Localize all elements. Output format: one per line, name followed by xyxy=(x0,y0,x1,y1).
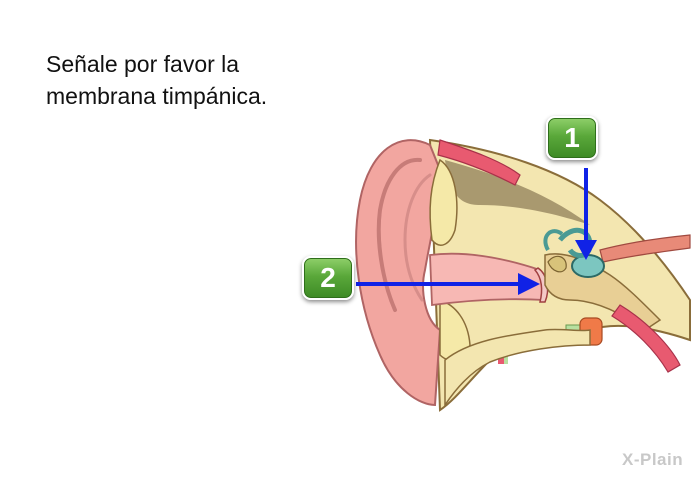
arrow-down-icon xyxy=(575,168,597,260)
question-line-2: membrana timpánica. xyxy=(46,83,268,109)
question-text: Señale por favor la membrana timpánica. xyxy=(46,48,366,112)
answer-button-1[interactable]: 1 xyxy=(546,116,598,160)
question-line-1: Señale por favor la xyxy=(46,51,240,77)
answer-button-2[interactable]: 2 xyxy=(302,256,354,300)
pinna xyxy=(355,139,442,407)
arrow-right-icon xyxy=(356,273,540,295)
brand-logo: X-Plain xyxy=(622,450,684,469)
